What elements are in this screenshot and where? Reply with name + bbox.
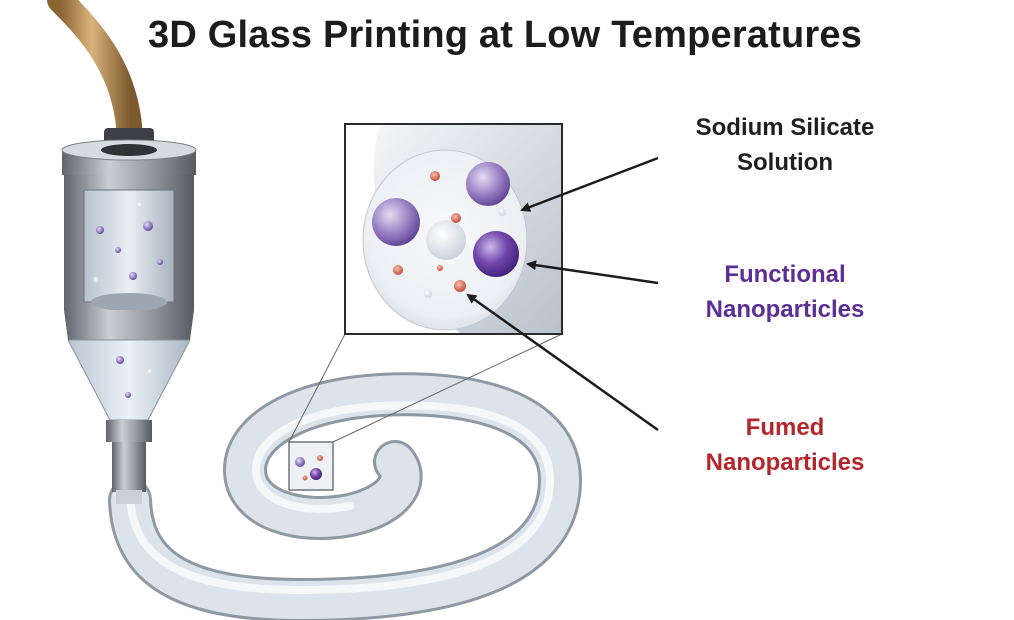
- pointer-arrows: [466, 156, 659, 432]
- label-line: Nanoparticles: [705, 449, 865, 476]
- printed-filament-spiral: [108, 372, 583, 620]
- fumed-particle: [454, 280, 466, 292]
- label-fumed-nanoparticles: Fumed Nanoparticles: [650, 410, 920, 480]
- functional-particle: [372, 198, 420, 246]
- label-functional-nanoparticles: Functional Nanoparticles: [650, 257, 920, 327]
- fumed-particle: [393, 265, 403, 275]
- label-line: Nanoparticles: [705, 296, 865, 323]
- label-line: Functional: [724, 261, 846, 288]
- feed-hose: [47, 0, 143, 153]
- label-sodium-silicate-solution: Sodium Silicate Solution: [650, 110, 920, 180]
- sample-region-marker: [288, 441, 334, 491]
- magnification-lines: [288, 333, 563, 443]
- functional-particle: [473, 231, 519, 277]
- fumed-particle: [430, 171, 440, 181]
- print-nozzle: [61, 128, 197, 504]
- label-line: Fumed: [745, 414, 825, 441]
- diagram-title: 3D Glass Printing at Low Temperatures: [148, 14, 863, 56]
- label-line: Solution: [737, 149, 833, 176]
- reservoir-particles: [93, 202, 163, 398]
- functional-particle: [466, 162, 510, 206]
- fumed-particle: [451, 213, 461, 223]
- cross-section-inset: [344, 123, 563, 335]
- label-line: Sodium Silicate: [695, 114, 875, 141]
